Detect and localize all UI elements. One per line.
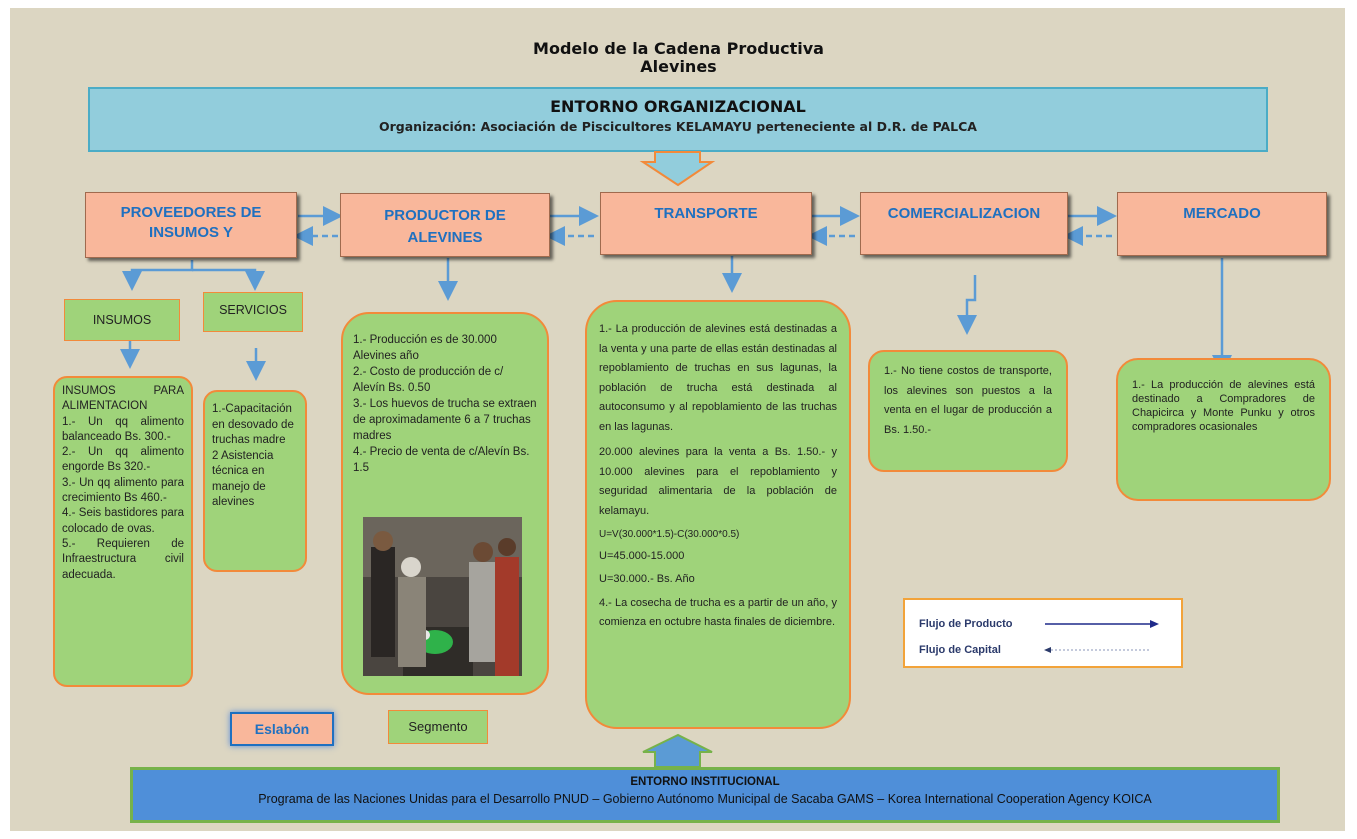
node-mercado: MERCADO — [1117, 192, 1327, 256]
diagram-title-line2: Alevines — [640, 57, 717, 76]
inst-up-arrow — [642, 733, 713, 768]
node-comercializacion: COMERCIALIZACION — [860, 192, 1068, 255]
node-proveedores: PROVEEDORES DE INSUMOS Y — [85, 192, 297, 258]
transporte-detail-box: 1.- La producción de alevines está desti… — [585, 300, 851, 729]
diagram-title-line1: Modelo de la Cadena Productiva — [533, 39, 824, 58]
transporte-formula: U=30.000.- Bs. Año — [599, 573, 695, 585]
legend-box: Flujo de Producto Flujo de Capital — [903, 598, 1183, 668]
insumos-line: INSUMOS PARA ALIMENTACION — [62, 385, 184, 413]
comercializacion-detail-box: 1.- No tiene costos de transporte, los a… — [868, 350, 1068, 472]
productor-line: 3.- Los huevos de trucha se extraen de a… — [353, 398, 537, 442]
inst-subtitle: Programa de las Naciones Unidas para el … — [258, 792, 1152, 806]
insumos-detail-box: INSUMOS PARA ALIMENTACION 1.- Un qq alim… — [53, 376, 193, 687]
segmento-label: Segmento — [388, 710, 488, 744]
servicios-detail-box: 1.-Capacitación en desovado de truchas m… — [203, 390, 307, 572]
insumos-line: 3.- Un qq alimento para crecimiento Bs 4… — [62, 476, 184, 505]
legend-capital-label: Flujo de Capital — [919, 644, 1001, 656]
segment-servicios: SERVICIOS — [203, 292, 303, 332]
segment-insumos: INSUMOS — [64, 299, 180, 341]
photo-illustration — [363, 517, 522, 676]
insumos-line: 4.- Seis bastidores para colocado de ova… — [62, 507, 184, 535]
transporte-formula: U=45.000-15.000 — [599, 549, 685, 562]
institutional-environment-box: ENTORNO INSTITUCIONAL Programa de las Na… — [130, 767, 1280, 823]
insumos-line: 5.- Requieren de Infraestructura civil a… — [62, 537, 184, 581]
org-heading: ENTORNO ORGANIZACIONAL — [550, 97, 806, 116]
transporte-paragraph: 1.- La producción de alevines está desti… — [599, 323, 837, 433]
eslabon-label: Eslabón — [230, 712, 334, 746]
org-down-arrow — [639, 151, 716, 187]
legend-lines — [1044, 620, 1159, 653]
org-subtitle: Organización: Asociación de Piscicultore… — [379, 119, 977, 134]
legend-producto-label: Flujo de Producto — [919, 618, 1013, 630]
productor-line: 2.- Costo de producción de c/ Alevín Bs.… — [353, 366, 504, 394]
insumos-line: 2.- Un qq alimento engorde Bs 320.- — [62, 446, 184, 474]
servicios-line: 2 Asistencia técnica en manejo de alevin… — [212, 449, 274, 509]
transporte-paragraph: 4.- La cosecha de trucha es a partir de … — [599, 596, 837, 629]
node-transporte: TRANSPORTE — [600, 192, 812, 255]
node-productor: PRODUCTOR DE ALEVINES — [340, 193, 550, 257]
productor-line: 4.- Precio de venta de c/Alevín Bs. 1.5 — [353, 446, 530, 474]
fish-farm-photo — [363, 517, 522, 676]
transporte-formula: U=V(30.000*1.5)-C(30.000*0.5) — [599, 529, 740, 540]
inst-heading: ENTORNO INSTITUCIONAL — [630, 776, 780, 788]
transporte-paragraph: 20.000 alevines para la venta a Bs. 1.50… — [599, 446, 837, 517]
productor-line: 1.- Producción es de 30.000 Alevines año — [353, 334, 497, 362]
servicios-line: 1.-Capacitación en desovado de truchas m… — [212, 403, 294, 446]
insumos-line: 1.- Un qq alimento balanceado Bs. 300.- — [62, 415, 184, 443]
mercado-detail-box: 1.- La producción de alevines está desti… — [1116, 358, 1331, 501]
